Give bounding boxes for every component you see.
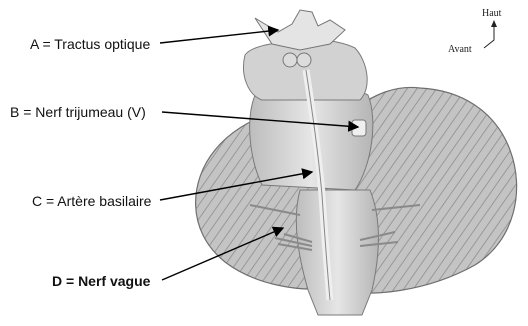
medulla <box>296 190 378 315</box>
leader-a <box>160 30 278 43</box>
label-d: D = Nerf vague <box>52 273 150 289</box>
label-b: B = Nerf trijumeau (V) <box>10 104 146 120</box>
orientation-up-label: Haut <box>482 8 501 19</box>
mammillary-body-left <box>283 53 297 67</box>
orientation-front-label: Avant <box>448 44 472 55</box>
mammillary-body-right <box>297 53 311 67</box>
orientation-arrow-icon <box>484 24 494 48</box>
label-a: A = Tractus optique <box>30 36 150 52</box>
trigeminal-nerve <box>352 120 366 136</box>
label-c: C = Artère basilaire <box>32 193 151 209</box>
